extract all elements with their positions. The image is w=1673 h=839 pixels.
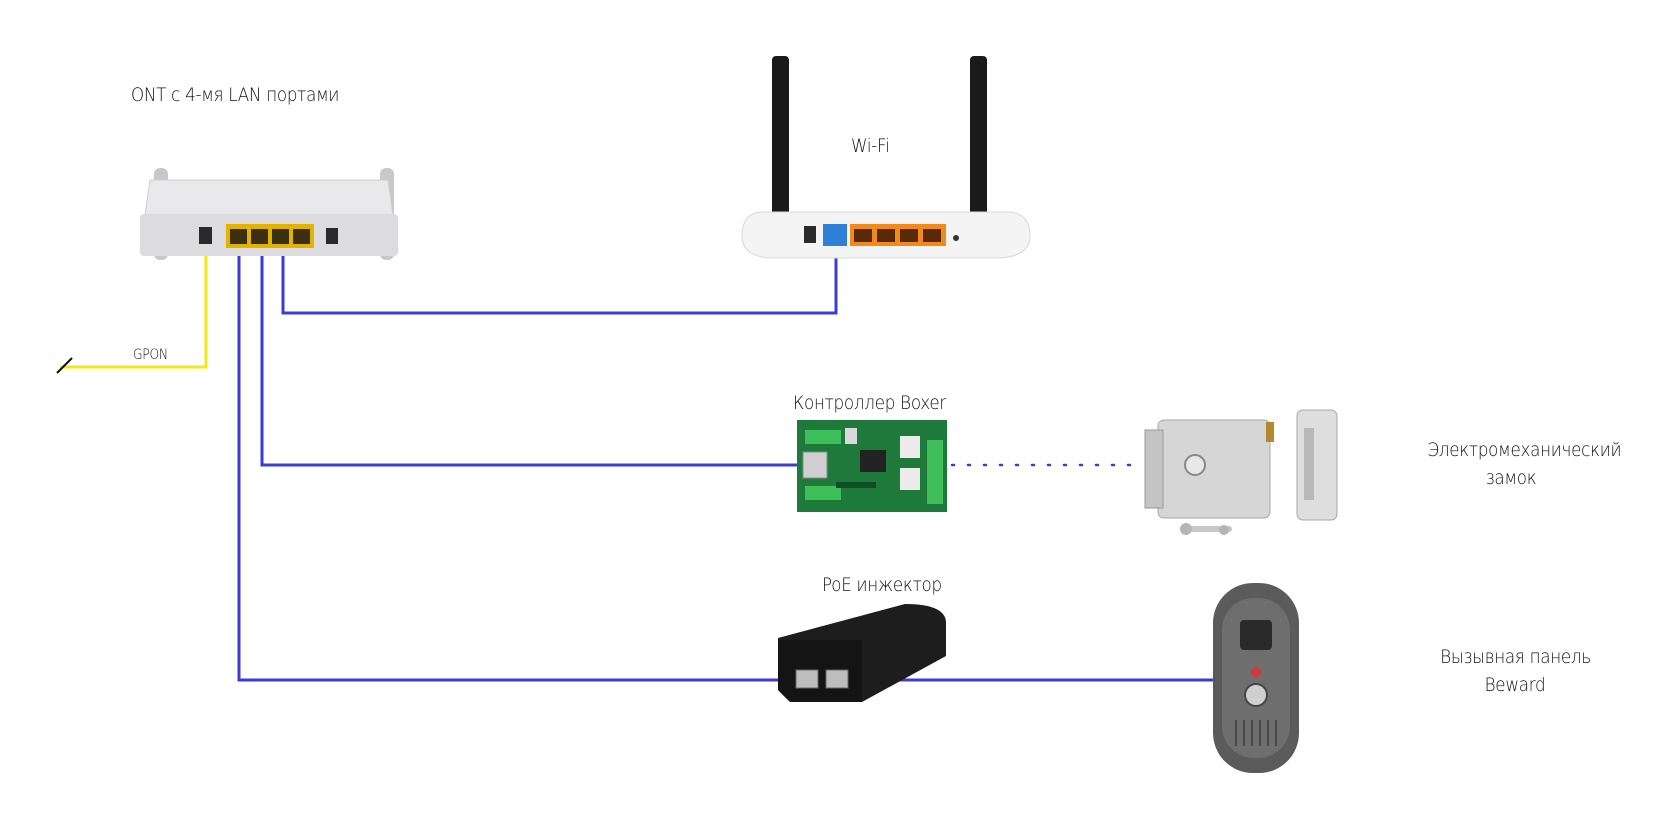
controller-rj45 (802, 451, 828, 479)
wifi-router (741, 56, 1031, 259)
wifi-lan-port-2 (877, 229, 895, 242)
lock-label-line2: замок (1485, 467, 1537, 489)
controller-terminal-right (927, 440, 943, 504)
wifi-reset-button (953, 235, 959, 241)
poe-port-out (825, 669, 849, 689)
controller-component-1 (845, 428, 857, 444)
lock-strike-slot (1304, 428, 1314, 500)
lock-label-line1: Электромеханический (1427, 439, 1622, 461)
controller-board (797, 420, 947, 512)
panel-speaker (1235, 720, 1277, 746)
controller-component-2 (836, 482, 876, 488)
wifi-lan-block (850, 224, 946, 246)
cable-ont-to-controller (260, 237, 810, 467)
beward-panel (1213, 583, 1299, 773)
controller-terminal-bottom-left (805, 486, 841, 500)
controller-relay-2 (900, 468, 920, 490)
wifi-antenna-left (772, 56, 789, 256)
controller-relay-1 (900, 436, 920, 458)
poe-front (778, 640, 862, 702)
lock-faceplate (1144, 429, 1164, 509)
controller-label: Контроллер Boxer (793, 392, 947, 414)
ont-power-port (326, 228, 338, 244)
wifi-label: Wi-Fi (851, 135, 890, 157)
ont-device (139, 168, 399, 260)
wifi-antenna-right (970, 56, 987, 256)
panel-led (1251, 667, 1261, 677)
poe-port-in (795, 669, 819, 689)
gpon-cable-end (56, 357, 73, 374)
cable-ont-to-wifi (281, 236, 838, 315)
ont-lan-port-4 (293, 229, 310, 244)
cables (56, 233, 1227, 682)
controller-chip (860, 450, 886, 472)
lock-body (1157, 419, 1271, 519)
poe-injector (778, 604, 946, 702)
lock-device (1144, 409, 1338, 535)
panel-face (1222, 598, 1290, 758)
lock-latch (1266, 422, 1274, 442)
panel-call-button (1244, 683, 1268, 707)
cable-ont-to-poe (237, 237, 800, 682)
wifi-lan-port-1 (854, 229, 872, 242)
panel-label-line2: Beward (1484, 674, 1546, 696)
wifi-lan-port-3 (900, 229, 918, 242)
ont-lan-port-1 (230, 229, 247, 244)
wifi-wan-port (823, 224, 847, 246)
controller-terminal-top-left (805, 430, 841, 444)
gpon-label: GPON (133, 347, 168, 363)
lock-strike-plate (1296, 409, 1338, 521)
lock-label: Электромеханический замок (1427, 439, 1622, 489)
poe-label: PoE инжектор (822, 574, 942, 596)
ont-label: ONT с 4-мя LAN портами (131, 84, 340, 106)
lock-cylinder (1184, 454, 1206, 476)
panel-label-line1: Вызывная панель (1440, 646, 1591, 668)
wifi-power-port (804, 226, 816, 243)
ont-lan-port-3 (272, 229, 289, 244)
ont-lan-port-2 (251, 229, 268, 244)
gpon-cable (60, 233, 208, 369)
panel-label: Вызывная панель Beward (1440, 646, 1591, 696)
ont-wan-port (199, 227, 212, 244)
wifi-lan-port-4 (923, 229, 941, 242)
lock-keys (1180, 523, 1232, 535)
panel-camera (1240, 620, 1272, 650)
